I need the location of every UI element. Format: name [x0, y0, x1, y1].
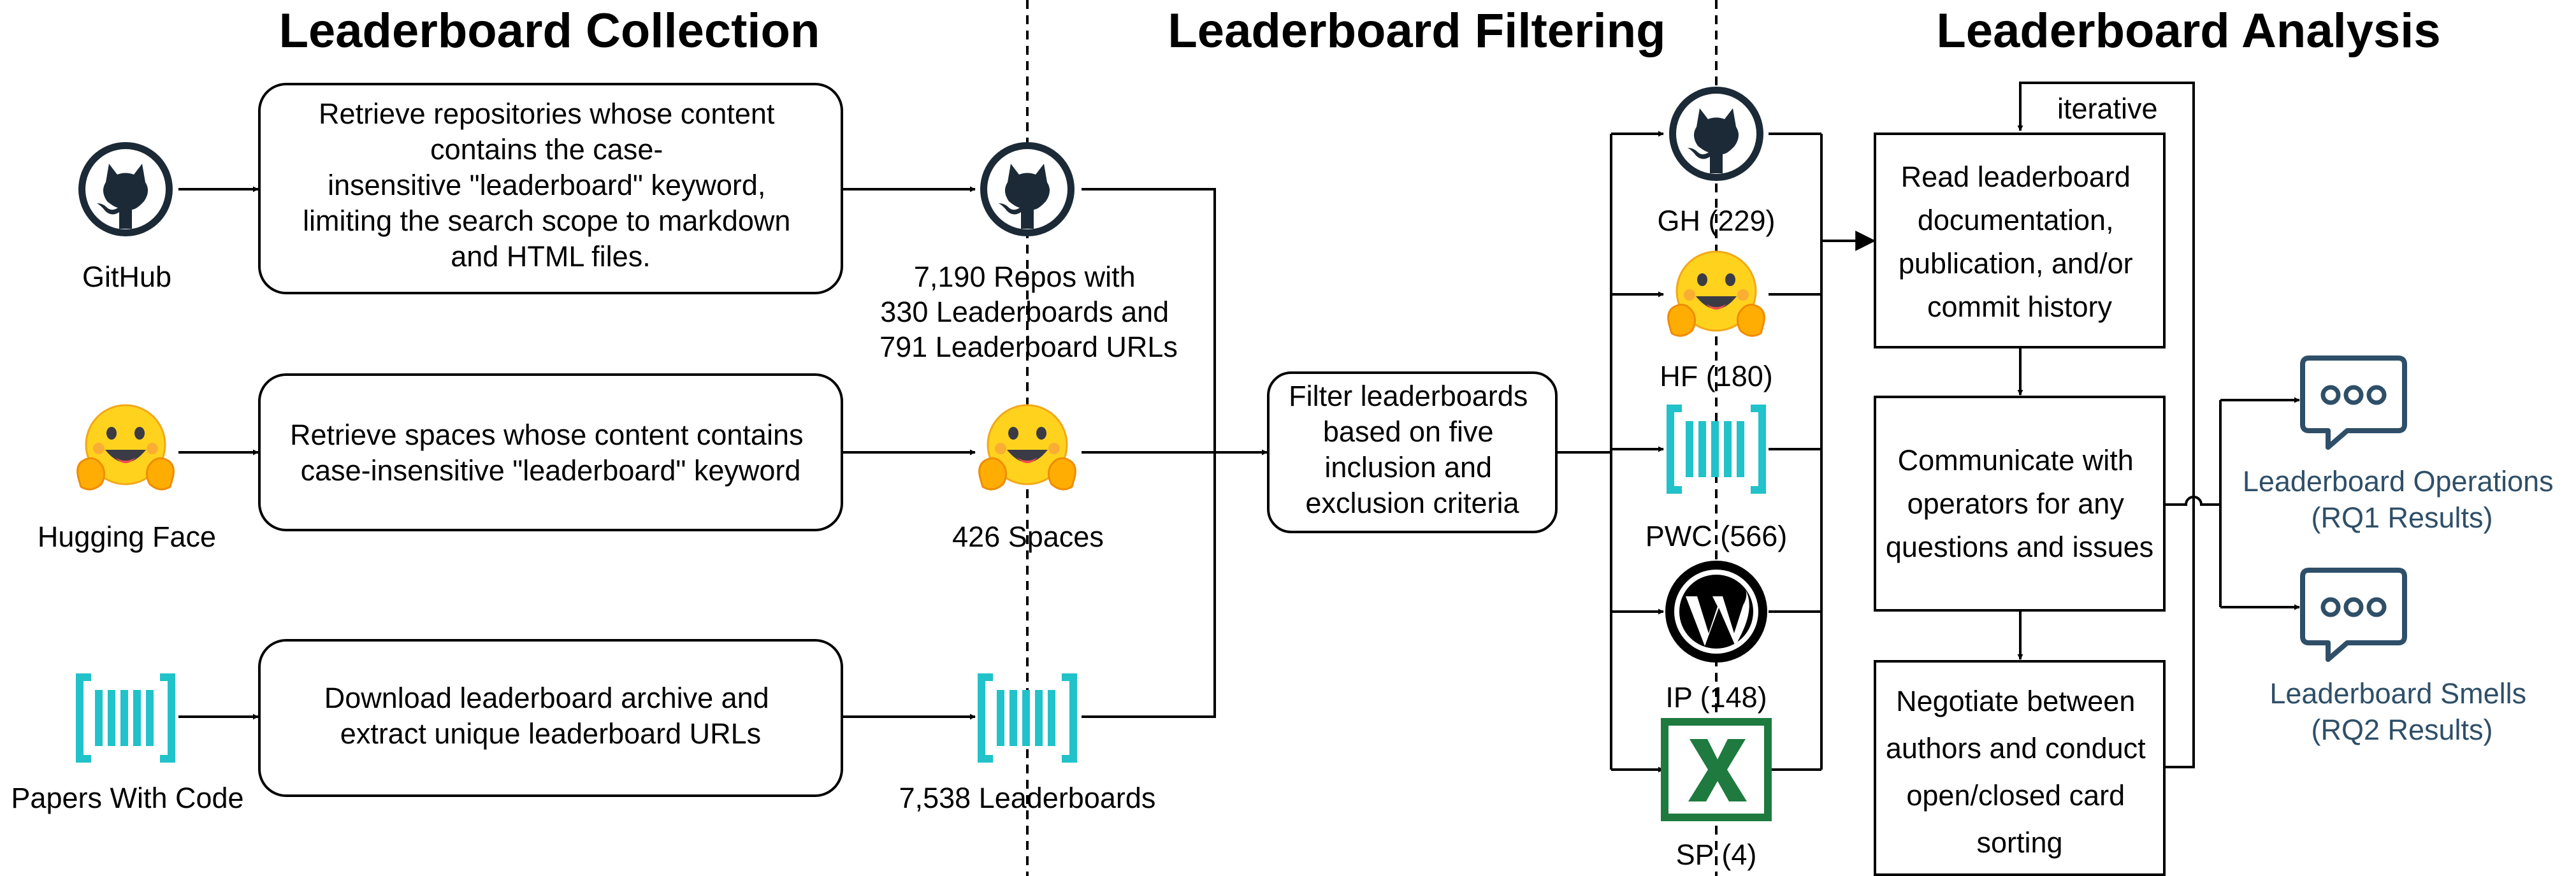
result-github-text: 7,190 Repos with 330 Leaderboards and 79… [879, 261, 1178, 363]
iterative-loop [2017, 82, 2195, 768]
communicate-text: Communicate with operators for any quest… [1886, 444, 2153, 563]
huggingface-result-icon [978, 404, 1076, 491]
iterative-label: iterative [2057, 92, 2158, 125]
heading-collection: Leaderboard Collection [279, 4, 820, 58]
smells-chat-icon [2303, 570, 2405, 659]
negotiate-box [1874, 660, 2166, 876]
merge-line-github [1082, 188, 1216, 452]
hugging-face-icon [76, 404, 175, 491]
read-text: Read leaderboard documentation, publicat… [1899, 161, 2141, 323]
source-pwc-label: Papers With Code [11, 782, 243, 814]
platform-ip-label: IP (148) [1665, 681, 1767, 714]
communicate-box [1874, 396, 2166, 612]
filter-text: Filter leaderboards based on five inclus… [1289, 380, 1536, 519]
source-huggingface-label: Hugging Face [38, 521, 216, 553]
source-github-label: GitHub [82, 261, 171, 293]
gh-platform-icon [1669, 87, 1763, 181]
result-pwc-text: 7,538 Leaderboards [899, 782, 1156, 814]
operations-chat-icon [2303, 358, 2405, 447]
output-line [2164, 496, 2220, 506]
platform-pwc-label: PWC (566) [1646, 520, 1788, 552]
outcome-smells-text: Leaderboard Smells (RQ2 Results) [2269, 677, 2534, 746]
result-huggingface-text: 426 Spaces [952, 521, 1104, 553]
hf-platform-icon [1667, 250, 1765, 337]
step-pwc-text: Download leaderboard archive and extract… [324, 682, 777, 750]
heading-filtering: Leaderboard Filtering [1168, 4, 1665, 58]
platform-hf-label: HF (180) [1660, 360, 1773, 392]
papers-with-code-icon [76, 673, 175, 763]
step-github-text: Retrieve repositories whose content cont… [303, 97, 799, 273]
github-icon [78, 142, 173, 236]
step-huggingface-box [258, 373, 843, 531]
merge-line-pwc [1082, 452, 1216, 718]
platform-gh-label: GH (229) [1657, 205, 1775, 237]
read-box [1874, 133, 2166, 348]
heading-analysis: Leaderboard Analysis [1936, 4, 2440, 58]
step-huggingface-text: Retrieve spaces whose content contains c… [290, 419, 811, 487]
github-result-icon [980, 142, 1075, 236]
excel-icon [1665, 722, 1768, 817]
outcome-operations-text: Leaderboard Operations (RQ1 Results) [2243, 465, 2561, 534]
platform-sp-label: SP (4) [1676, 838, 1757, 871]
negotiate-text: Negotiate between authors and conduct op… [1886, 685, 2153, 859]
wordpress-icon [1665, 561, 1767, 663]
